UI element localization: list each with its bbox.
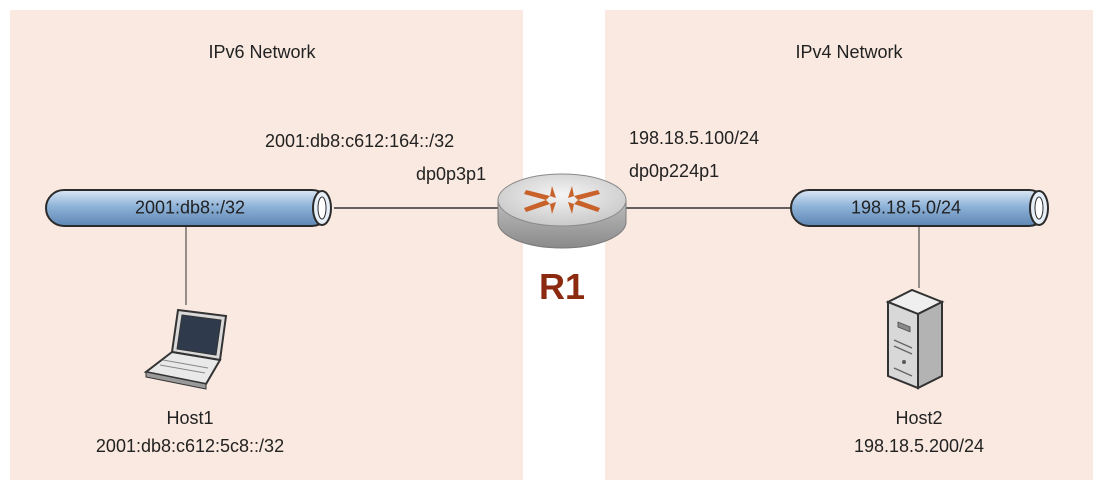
router-left-interface: dp0p3p1 <box>416 164 487 184</box>
server-icon <box>885 288 945 390</box>
ipv6-network-title: IPv6 Network <box>208 42 316 62</box>
ipv6-segment-label: 2001:db8::/32 <box>134 197 246 218</box>
ipv4-segment-label: 198.18.5.0/24 <box>850 197 962 218</box>
ipv4-segment-tube <box>790 189 1049 227</box>
ipv4-network-title: IPv4 Network <box>795 42 903 62</box>
host2-name: Host2 <box>895 408 943 428</box>
laptop-icon <box>143 308 228 390</box>
host2-address: 198.18.5.200/24 <box>853 436 985 456</box>
host1-name: Host1 <box>166 408 214 428</box>
router-left-address: 2001:db8:c612:164::/32 <box>265 131 455 151</box>
ipv6-segment-tube <box>45 189 332 227</box>
ipv6-network-zone <box>10 10 523 480</box>
router-right-address: 198.18.5.100/24 <box>629 128 760 148</box>
router-right-interface: dp0p224p1 <box>629 161 720 181</box>
host1-address: 2001:db8:c612:5c8::/32 <box>95 436 285 456</box>
router-arrows <box>524 186 600 214</box>
ipv4-network-zone <box>605 10 1093 480</box>
router-icon <box>497 173 627 249</box>
router-name: R1 <box>538 266 586 307</box>
